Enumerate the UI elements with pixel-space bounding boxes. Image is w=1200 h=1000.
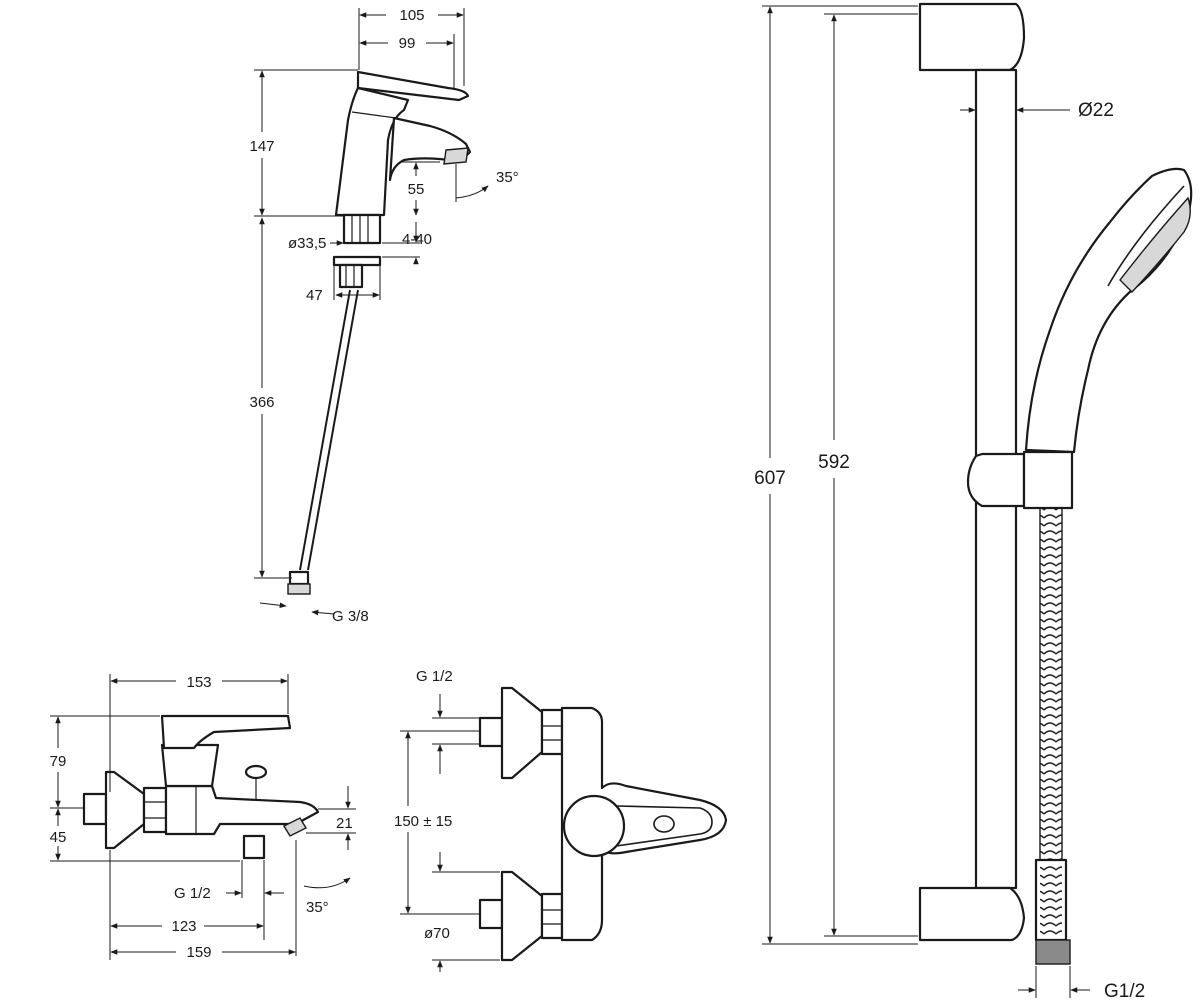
basin-mixer-spout xyxy=(388,116,472,182)
basin-spout-height-label: 55 xyxy=(408,181,425,198)
basin-mixer-lever xyxy=(356,70,470,102)
basin-mixer-hose xyxy=(299,289,351,571)
bath-side-height-lower-label: 45 xyxy=(50,829,67,846)
bath-front-lower-inlet xyxy=(478,898,504,930)
bath-front-escutcheon-diameter-label: ø70 xyxy=(424,925,450,942)
shower-rail-height-centres-label: 592 xyxy=(818,452,850,473)
basin-hose-thread-label: G 3/8 xyxy=(332,608,369,625)
bath-front-centres-label: 150 ± 15 xyxy=(394,813,452,830)
basin-mixer-mounting-plate xyxy=(332,255,382,267)
bath-side-spout-angle-label: 35° xyxy=(306,899,329,916)
bath-side-inlet xyxy=(82,792,108,826)
bath-side-body xyxy=(164,784,320,836)
bath-front-body xyxy=(560,706,728,942)
bath-side-escutcheon xyxy=(104,770,146,850)
bath-front-upper-inlet xyxy=(478,716,504,748)
basin-height-body-label: 147 xyxy=(249,138,274,155)
basin-mixer-body xyxy=(334,86,410,217)
bath-front-lever-hub xyxy=(562,794,626,858)
basin-mixer-base xyxy=(342,213,382,245)
bath-side-diverter-knob xyxy=(244,764,268,780)
bath-side-nut xyxy=(142,786,168,834)
shower-rail-holder xyxy=(1022,450,1074,510)
shower-rail-slider xyxy=(966,452,1026,508)
basin-nut-width-label: 47 xyxy=(306,287,323,304)
bath-mixer-side-drawing: 153 79 45 21 G 1/2 35° 123 xyxy=(50,674,356,961)
bath-side-spout-drop-label: 21 xyxy=(336,815,353,832)
shower-hose xyxy=(1039,507,1063,861)
basin-mounting-range-label: 4-40 xyxy=(402,231,432,248)
basin-mixer-drawing: 105 99 147 366 55 35° 4-40 ø33,5 xyxy=(249,7,518,625)
bath-front-lower-nut xyxy=(540,892,564,940)
shower-rail-top-bracket xyxy=(918,2,1026,72)
bath-side-lever xyxy=(160,714,292,750)
bath-side-depth-inlet-label: 123 xyxy=(171,918,196,935)
basin-width-spout-label: 99 xyxy=(399,35,416,52)
shower-hose-thread-label: G1/2 xyxy=(1104,981,1145,1000)
bath-front-upper-nut xyxy=(540,708,564,756)
basin-width-overall-label: 105 xyxy=(399,7,424,24)
shower-rail-diameter-label: Ø22 xyxy=(1078,100,1114,121)
bath-side-depth-spout-label: 159 xyxy=(186,944,211,961)
basin-mixer-hose-connector xyxy=(288,570,310,586)
bath-side-width-overall-label: 153 xyxy=(186,674,211,691)
shower-rail-drawing: Ø22 607 592 G1/2 xyxy=(754,2,1193,1000)
bath-front-upper-escutcheon xyxy=(500,686,544,780)
basin-mixer-nut xyxy=(338,263,364,289)
bath-front-lower-escutcheon xyxy=(500,870,544,962)
shower-rail-height-overall-label: 607 xyxy=(754,468,786,489)
basin-hose-length-label: 366 xyxy=(249,394,274,411)
bath-side-shower-outlet xyxy=(242,834,266,860)
bath-side-height-upper-label: 79 xyxy=(50,753,67,770)
hand-shower xyxy=(1024,167,1193,454)
shower-rail-bottom-bracket xyxy=(918,886,1026,942)
basin-base-diameter-label: ø33,5 xyxy=(288,235,326,252)
bath-front-inlet-thread-label: G 1/2 xyxy=(416,668,453,685)
shower-hose-nut xyxy=(1035,939,1071,965)
bath-side-inlet-thread-label: G 1/2 xyxy=(174,885,211,902)
basin-spout-angle-label: 35° xyxy=(496,169,519,186)
bath-mixer-front-drawing: G 1/2 150 ± 15 ø70 xyxy=(394,668,728,972)
